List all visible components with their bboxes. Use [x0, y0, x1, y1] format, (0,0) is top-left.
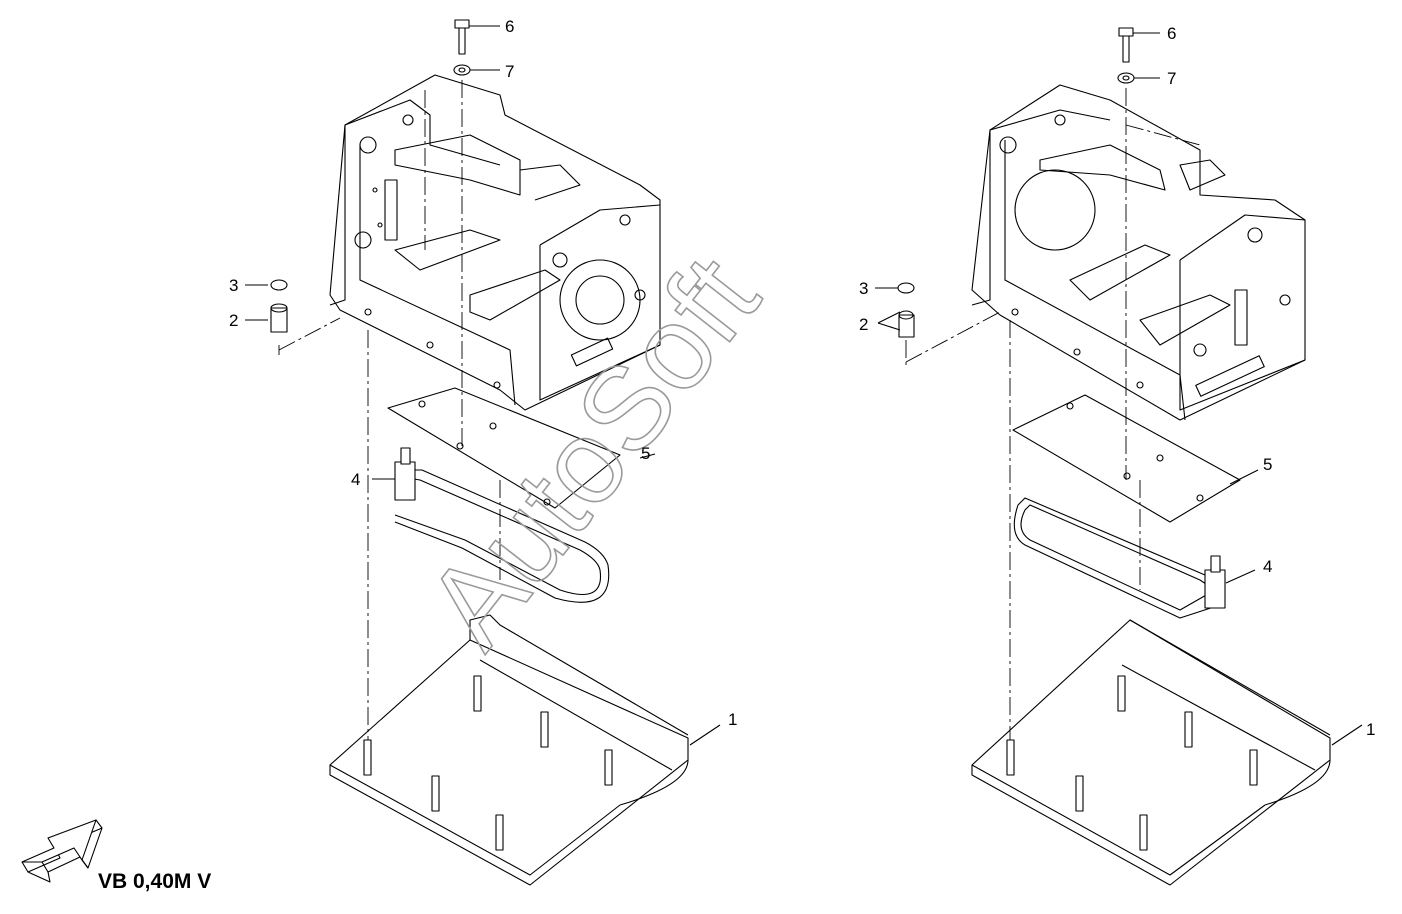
callout-right-2: 2	[859, 315, 868, 334]
callout-right-6: 6	[1167, 24, 1176, 43]
left-bolt	[453, 19, 471, 76]
callout-right-1: 1	[1366, 720, 1375, 739]
right-gasket	[1013, 497, 1226, 619]
direction-arrow-icon	[21, 819, 103, 883]
callout-left-6: 6	[505, 17, 514, 36]
callout-right-3: 3	[859, 279, 868, 298]
right-bolt	[1117, 27, 1135, 84]
callout-left-5: 5	[641, 444, 650, 463]
left-gasket	[394, 447, 610, 603]
right-cover-plate	[1012, 394, 1241, 523]
callout-left-1: 1	[728, 710, 737, 729]
left-frame	[329, 74, 661, 411]
left-base-plate	[329, 614, 689, 886]
right-centerlines	[905, 88, 1201, 740]
left-base-studs	[363, 675, 613, 851]
callout-left-4: 4	[351, 470, 360, 489]
callout-right-4: 4	[1263, 557, 1272, 576]
callout-right-7: 7	[1167, 69, 1176, 88]
callout-left-7: 7	[505, 62, 514, 81]
right-base-plate	[971, 619, 1331, 886]
callout-right-5: 5	[1263, 455, 1272, 474]
callout-left-2: 2	[229, 311, 238, 330]
callout-left-3: 3	[229, 276, 238, 295]
model-caption: VB 0,40M V	[98, 870, 211, 893]
left-centerlines	[278, 80, 501, 740]
right-frame	[971, 84, 1306, 421]
left-cover-plate	[387, 387, 621, 509]
left-spacer	[270, 279, 288, 333]
right-spacer	[897, 282, 915, 338]
right-base-studs	[1006, 675, 1258, 851]
